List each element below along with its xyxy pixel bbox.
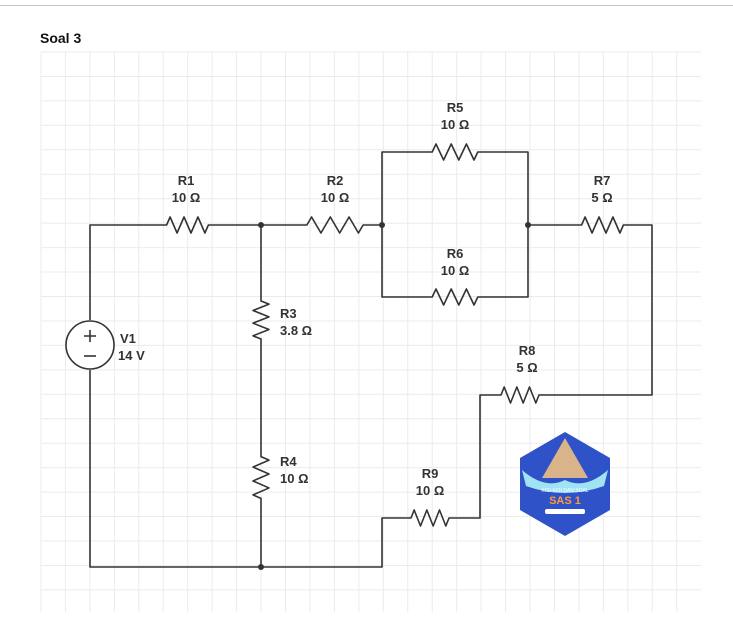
label-r7-value: 5 Ω <box>591 190 612 205</box>
label-r5-value: 10 Ω <box>441 117 470 132</box>
label-r6-name: R6 <box>447 246 464 261</box>
label-r6-value: 10 Ω <box>441 263 470 278</box>
resistor-r7 <box>575 216 630 234</box>
junction-dots <box>258 222 531 570</box>
label-r9-value: 10 Ω <box>416 483 445 498</box>
label-r2-name: R2 <box>327 173 344 188</box>
resistor-r1 <box>160 216 215 234</box>
junction-dot <box>525 222 531 228</box>
wire <box>89 224 160 320</box>
label-r3-value: 3.8 Ω <box>280 323 312 338</box>
resistor-r5 <box>425 143 485 161</box>
label-r2-value: 10 Ω <box>321 190 350 205</box>
resistor-r3 <box>252 295 270 345</box>
voltage-source-v1 <box>65 320 115 370</box>
label-r1-name: R1 <box>178 173 195 188</box>
junction-dot <box>379 222 385 228</box>
sas-logo: KISI-KISI DAN SOAL SAS 1 <box>520 432 610 536</box>
label-r9-name: R9 <box>422 466 439 481</box>
resistor-r6 <box>425 288 485 306</box>
label-r4-name: R4 <box>280 454 297 469</box>
wires <box>89 151 653 568</box>
wire <box>89 224 653 568</box>
resistor-r4 <box>252 450 270 505</box>
label-r5-name: R5 <box>447 100 464 115</box>
resistor-r9 <box>405 509 455 527</box>
plus-icon <box>84 330 96 342</box>
logo-text-1: KISI-KISI DAN SOAL <box>541 488 588 494</box>
label-r1-value: 10 Ω <box>172 190 201 205</box>
label-v1-value: 14 V <box>118 348 145 363</box>
top-divider <box>0 5 733 6</box>
junction-dot <box>258 222 264 228</box>
label-r7-name: R7 <box>594 173 611 188</box>
grid-background <box>40 51 701 612</box>
page-title: Soal 3 <box>40 30 82 46</box>
resistor-r2 <box>298 216 372 234</box>
logo-text-2: SAS 1 <box>549 495 581 507</box>
label-v1-name: V1 <box>120 331 136 346</box>
label-r4-value: 10 Ω <box>280 471 309 486</box>
label-r8-value: 5 Ω <box>516 360 537 375</box>
label-r3-name: R3 <box>280 306 297 321</box>
resistor-r8 <box>495 386 545 404</box>
junction-dot <box>258 564 264 570</box>
label-r8-name: R8 <box>519 343 536 358</box>
